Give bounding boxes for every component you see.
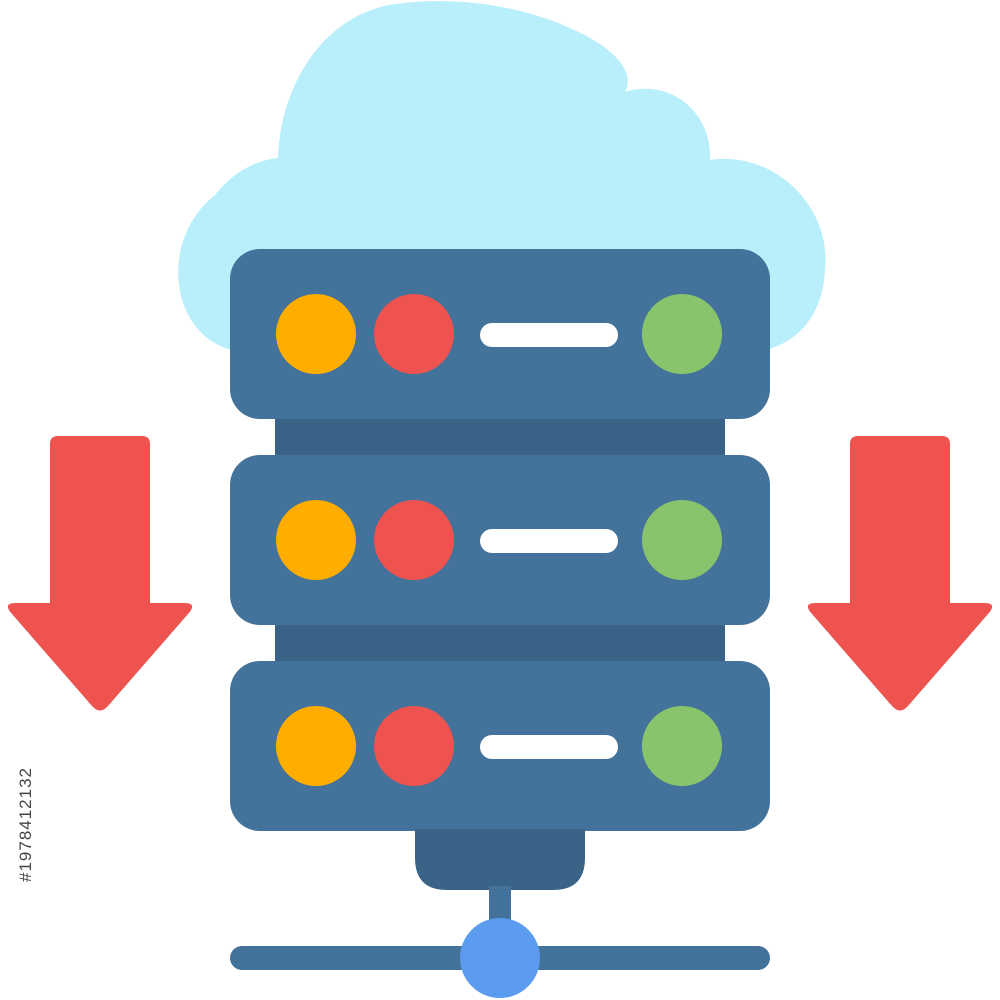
download-arrow-icon (7, 436, 993, 711)
status-led-green (642, 500, 722, 580)
server-unit (230, 249, 770, 419)
status-led-green (642, 706, 722, 786)
status-led-green (642, 294, 722, 374)
status-led-red (374, 706, 454, 786)
network-node-icon (230, 829, 770, 998)
drive-slot (480, 323, 618, 347)
download-arrow-left (7, 436, 193, 711)
server-rack-icon (230, 249, 770, 831)
server-gap (275, 621, 725, 663)
status-led-orange (276, 500, 356, 580)
drive-slot (480, 735, 618, 759)
network-node (460, 918, 540, 998)
server-unit (230, 661, 770, 831)
download-arrow-right (807, 436, 993, 711)
status-led-orange (276, 294, 356, 374)
server-unit (230, 455, 770, 625)
network-stem-block (415, 829, 585, 890)
drive-slot (480, 529, 618, 553)
status-led-red (374, 500, 454, 580)
status-led-orange (276, 706, 356, 786)
status-led-red (374, 294, 454, 374)
stock-id-label: #1978412132 (16, 766, 35, 882)
server-gap (275, 415, 725, 457)
